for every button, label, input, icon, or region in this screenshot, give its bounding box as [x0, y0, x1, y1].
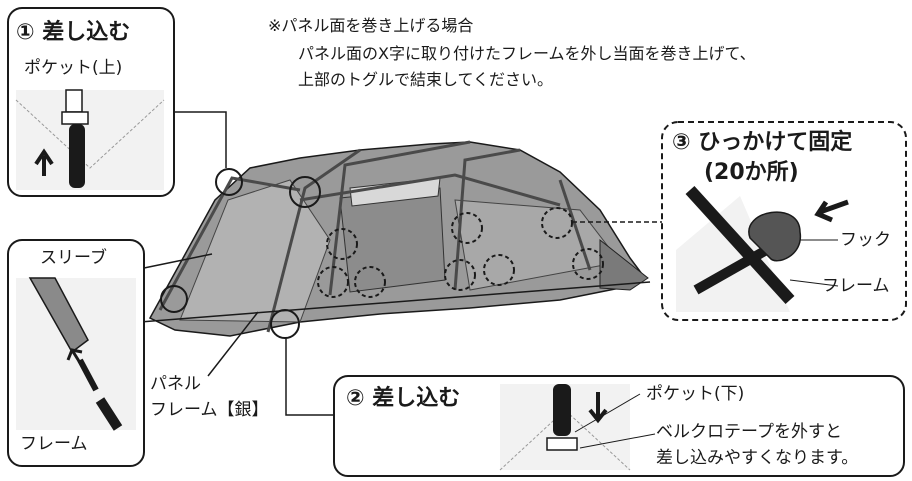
step3-title-line1: ③ ひっかけて固定	[672, 130, 853, 155]
pocket-circle-2	[289, 176, 321, 208]
frame-arch-4	[453, 148, 521, 291]
hook-circle-4	[451, 212, 483, 244]
step2-velcro-line2: 差し込みやすくなります。	[656, 448, 859, 468]
step2-velcro-line1: ベルクロテープを外すと	[656, 422, 842, 442]
note-title: ※パネル面を巻き上げる場合	[268, 16, 474, 35]
hook-circle-5	[444, 259, 476, 291]
panel-frame-line2: フレーム【銀】	[150, 400, 269, 420]
step2-down-arrow	[588, 392, 608, 424]
step3-frame-rod	[693, 243, 773, 295]
hook-circle-1	[326, 228, 358, 260]
pocket-circle-3	[160, 285, 188, 313]
sleeve-figure	[16, 277, 136, 431]
tent-frames	[158, 140, 592, 333]
panel-frame-line1: パネル	[150, 374, 201, 394]
step2-leader	[285, 338, 334, 416]
sleeve-leader	[143, 253, 213, 269]
step2-title: ② 差し込む	[346, 386, 461, 411]
step2-pocket-label: ポケット(下)	[646, 384, 745, 404]
hook-circle-6	[483, 254, 515, 286]
step3-title-line2: (20か所)	[704, 160, 799, 185]
step3-figure	[676, 185, 849, 312]
step1-leader	[174, 111, 227, 168]
step1-title: ① 差し込む	[16, 20, 131, 45]
tent-illustration	[139, 140, 651, 339]
sleeve-frame-label: フレーム	[20, 434, 88, 454]
ground-line	[139, 281, 651, 323]
pocket-circle-1	[215, 168, 243, 196]
frame-arch-5	[558, 179, 592, 271]
frame-arch-3	[328, 140, 471, 296]
sleeve-arrow	[66, 348, 84, 367]
step2-figure	[499, 384, 656, 471]
step1-up-arrow	[34, 148, 54, 176]
hook-circle-7	[541, 207, 573, 239]
note-line1: パネル面のX字に取り付けたフレームを外し当面を巻き上げて、	[298, 44, 756, 63]
frame-ridge	[299, 173, 561, 207]
step1-pocket-label: ポケット(上)	[24, 58, 123, 78]
step3-hook-label: フック	[840, 230, 891, 250]
tent-front-panel	[179, 179, 331, 323]
step1-figure	[15, 89, 165, 190]
step3-arrow	[814, 199, 849, 223]
hook-circle-8	[572, 248, 604, 280]
panel-frame-leader	[207, 311, 259, 377]
note-line2: 上部のトグルで結束してください。	[298, 70, 554, 89]
frame-arch-2	[266, 148, 361, 333]
frame-arch-1	[158, 176, 301, 311]
hook-circle-2	[317, 266, 349, 298]
step3-frame-label: フレーム	[822, 276, 890, 296]
hook-circle-3	[354, 266, 386, 298]
sleeve-frame-rod	[95, 397, 123, 431]
step2-velcro-leader	[579, 433, 656, 449]
step3-hook	[748, 211, 801, 262]
sleeve-label: スリーブ	[40, 248, 107, 268]
step2-pocket-leader	[574, 393, 641, 433]
pocket-circle-4	[270, 309, 300, 339]
